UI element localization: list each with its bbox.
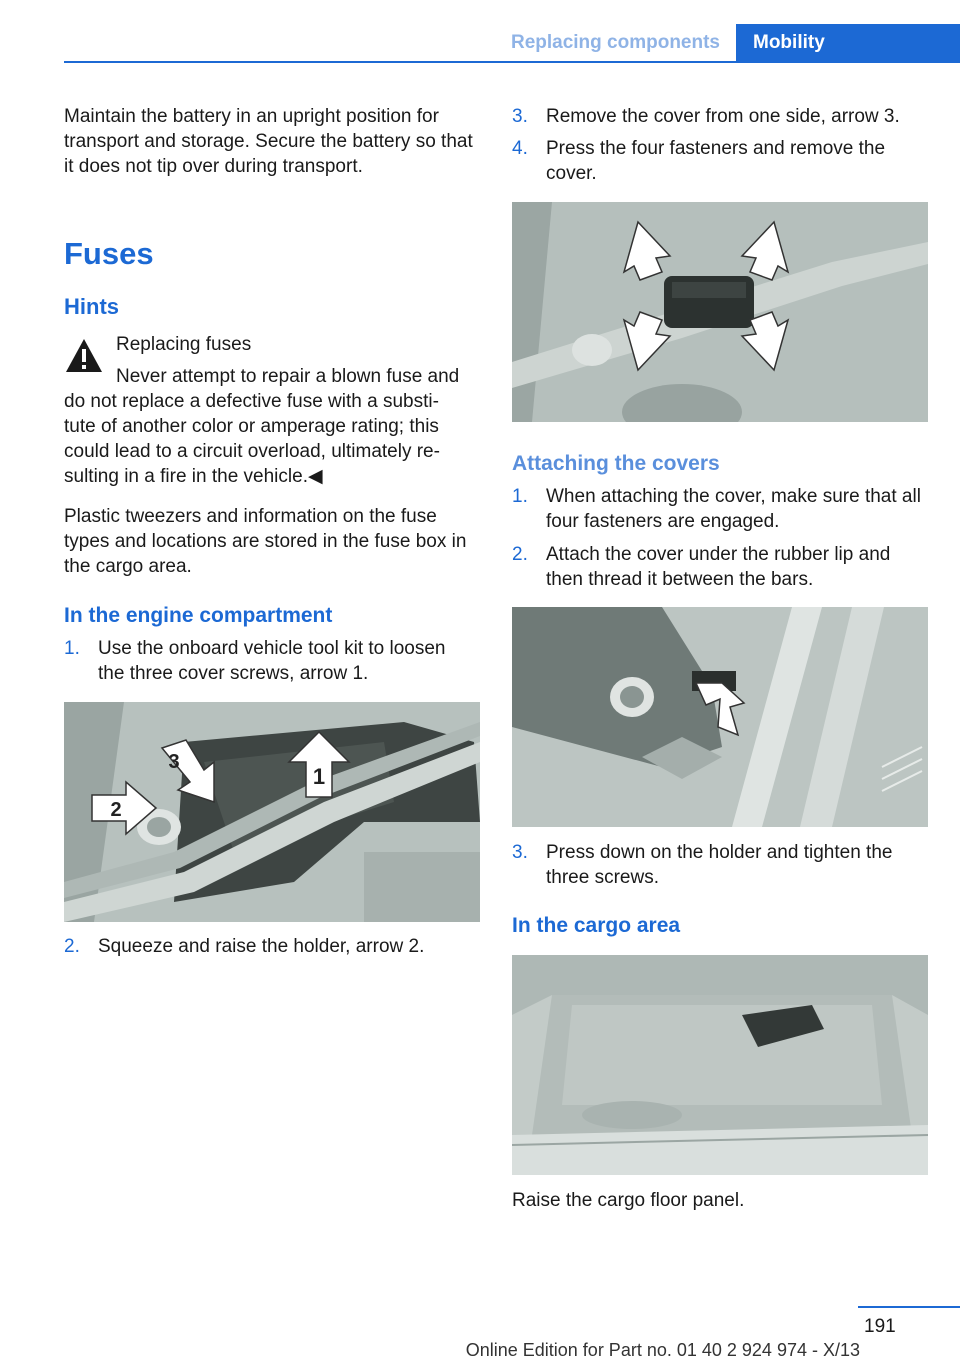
footer-rule [858,1306,960,1308]
arrow-3-label: 3 [168,751,179,773]
warning-icon [64,336,104,376]
heading-engine-compartment: In the engine compartment [64,604,333,627]
step-number: 3. [512,842,528,863]
heading-fuses: Fuses [64,236,154,271]
fuse-cover-image [512,202,928,422]
tweezers-paragraph: Plastic tweezers and information on the … [64,506,467,577]
page-number: 191 [864,1316,896,1337]
footer-edition: Online Edition for Part no. 01 40 2 924 … [465,1340,860,1360]
step-text: Press down on the holder and tighten the… [546,842,893,888]
step-text: Attach the cover under the rubber lip an… [546,544,891,590]
arrow-1-icon: 1 [287,730,351,798]
heading-hints: Hints [64,294,119,319]
heading-cargo-area: In the cargo area [512,914,681,937]
arrow-2-icon: 2 [91,780,158,836]
arrow-1-label: 1 [313,764,325,789]
step-number: 1. [64,638,80,659]
header-section-title: Replacing components [510,32,720,53]
warning-line-1: Never attempt to repair a blown fuse and [116,366,460,387]
arrow-2-label: 2 [110,799,121,821]
step-number: 3. [512,106,528,127]
intro-paragraph: Maintain the battery in an upright posit… [64,106,473,177]
engine-compartment-image: 1 2 3 [64,702,480,922]
warning-line-5: sulting in a fire in the vehicle.◀ [64,466,323,487]
step-text: Use the onboard vehicle tool kit to loos… [98,638,446,684]
step-number: 4. [512,138,528,159]
step-text: When attaching the cover, make sure that… [546,486,921,532]
raise-floor-text: Raise the cargo floor panel. [512,1190,745,1211]
step-text: Press the four fasteners and remove the … [546,138,886,184]
step-number: 2. [512,544,528,565]
holder-image [512,607,928,827]
cargo-area-image [512,955,928,1175]
header-chapter-tab[interactable]: Mobility [736,24,960,61]
step-text: Squeeze and raise the holder, arrow 2. [98,936,425,957]
step-number: 1. [512,486,528,507]
arrow-3-icon: 3 [160,739,215,804]
step-text: Remove the cover from one side, arrow 3. [546,106,900,127]
header-rule [64,61,960,63]
warning-line-2: do not replace a defective fuse with a s… [64,391,439,412]
step-number: 2. [64,936,80,957]
warning-title: Replacing fuses [116,334,252,355]
heading-attaching-covers: Attaching the covers [512,452,720,475]
warning-line-3: tute of another color or amperage rating… [64,416,439,437]
warning-line-4: could lead to a circuit overload, ultima… [64,441,440,462]
